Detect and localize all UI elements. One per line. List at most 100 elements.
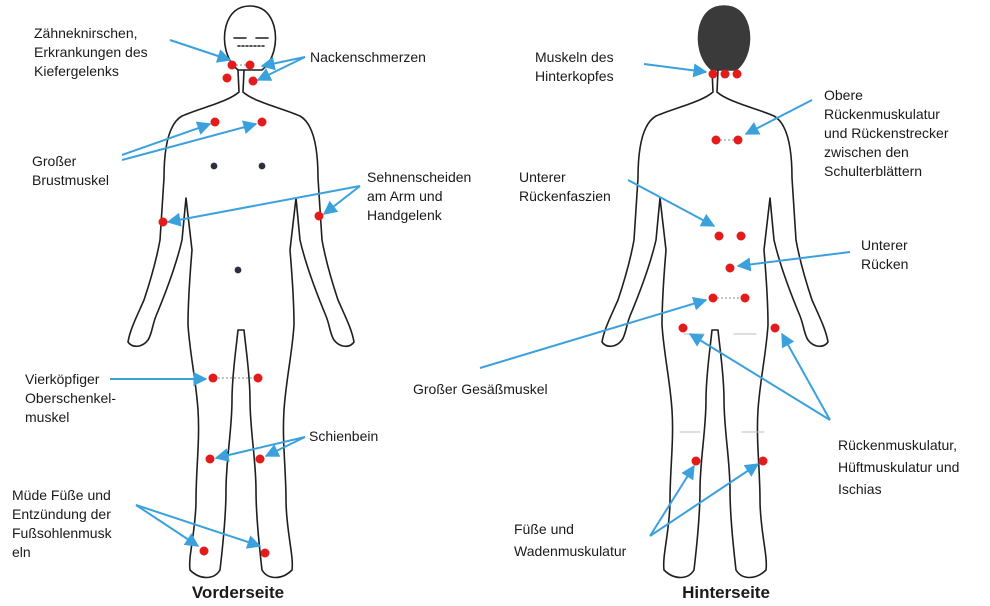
point-hinterkopf-1 [709, 70, 718, 79]
nipple-right-marker [259, 163, 266, 170]
point-faszien-left [715, 232, 724, 241]
label-line: Großer Gesäßmuskel [413, 380, 548, 399]
arrow-faszien [628, 180, 714, 226]
caption-vorderseite: Vorderseite [138, 583, 338, 603]
label-line: Ischias [838, 478, 959, 500]
label-fuesse-wadenmuskulatur: Füße und Wadenmuskulatur [514, 518, 626, 562]
point-kiefer-right [246, 61, 255, 70]
label-line: Muskeln des [535, 48, 614, 67]
label-line: Schienbein [309, 427, 378, 446]
point-kiefer-left [228, 61, 237, 70]
label-rueckenmuskulatur-hueft-ischias: Rückenmuskulatur, Hüftmuskulatur und Isc… [838, 434, 959, 500]
arrow-hinterkopf [644, 64, 706, 72]
label-grosser-brustmuskel: Großer Brustmuskel [32, 152, 109, 190]
label-line: muskel [25, 408, 116, 427]
label-line: Oberschenkel- [25, 389, 116, 408]
label-nackenschmerzen: Nackenschmerzen [310, 48, 426, 67]
front-body-figure [128, 6, 354, 578]
point-brust-left [211, 118, 220, 127]
label-line: Großer [32, 152, 109, 171]
point-wade-right [759, 457, 768, 466]
point-schienbein-right [256, 455, 265, 464]
label-line: Sehnenscheiden [367, 168, 471, 187]
point-brust-right [258, 118, 267, 127]
point-oberschenkel-left [209, 374, 218, 383]
navel-marker [235, 267, 242, 274]
label-line: Rückenfaszien [519, 187, 611, 206]
arrow-oberer-ruecken [746, 100, 812, 134]
label-line: Unterer [519, 168, 611, 187]
label-zaehneknirschen: Zähneknirschen, Erkrankungen des Kieferg… [34, 24, 148, 81]
arrow-fuesse-2 [136, 505, 260, 546]
label-muskeln-hinterkopf: Muskeln des Hinterkopfes [535, 48, 614, 86]
label-unterer-rueckenfaszien: Unterer Rückenfaszien [519, 168, 611, 206]
label-line: Zähneknirschen, [34, 24, 148, 43]
point-fuss-right [261, 549, 270, 558]
point-hinterkopf-2 [721, 70, 730, 79]
arrow-schienbein-2 [266, 437, 305, 456]
label-line: am Arm und [367, 187, 471, 206]
label-line: Handgelenk [367, 206, 471, 225]
point-gesaess-left [709, 294, 718, 303]
point-nacken-right [249, 77, 258, 86]
arrow-hueft-2 [782, 334, 830, 420]
point-hinterkopf-3 [733, 70, 742, 79]
point-schienbein-left [206, 455, 215, 464]
label-line: Erkrankungen des [34, 43, 148, 62]
label-line: Nackenschmerzen [310, 48, 426, 67]
label-line: Brustmuskel [32, 171, 109, 190]
point-sehnen-left [159, 218, 168, 227]
label-line: Schulterblättern [824, 162, 949, 181]
arrow-unterer-ruecken [738, 252, 850, 266]
label-line: Müde Füße und [12, 486, 112, 505]
label-muede-fuesse: Müde Füße und Entzündung der Fußsohlenmu… [12, 486, 112, 562]
label-obere-rueckenmuskulatur: Obere Rückenmuskulatur und Rückenstrecke… [824, 86, 949, 181]
caption-hinterseite: Hinterseite [626, 583, 826, 603]
point-oberschenkel-right [254, 374, 263, 383]
point-hueft-right [771, 324, 780, 333]
label-line: Hinterkopfes [535, 67, 614, 86]
arrow-waden-1 [650, 466, 694, 536]
arrow-hueft-1 [690, 334, 830, 420]
label-line: Rückenmuskulatur [824, 105, 949, 124]
arrow-waden-2 [650, 464, 758, 536]
nipple-left-marker [211, 163, 218, 170]
label-schienbein: Schienbein [309, 427, 378, 446]
point-wade-left [692, 457, 701, 466]
label-line: Wadenmuskulatur [514, 540, 626, 562]
arrow-gesaess [480, 300, 706, 368]
trigger-points [159, 61, 780, 558]
point-unterer-ruecken [726, 264, 735, 273]
arrow-brust-2 [122, 124, 256, 160]
arrow-fuesse-1 [136, 505, 198, 546]
label-sehnenscheiden: Sehnenscheiden am Arm und Handgelenk [367, 168, 471, 225]
label-line: Vierköpfiger [25, 370, 116, 389]
label-line: zwischen den [824, 143, 949, 162]
arrows-layer [110, 40, 850, 546]
label-line: Kiefergelenks [34, 62, 148, 81]
point-oberer-ruecken-right [734, 136, 743, 145]
label-line: und Rückenstrecker [824, 124, 949, 143]
label-vierkoepfiger-oberschenkelmuskel: Vierköpfiger Oberschenkel- muskel [25, 370, 116, 427]
point-faszien-right [737, 232, 746, 241]
label-line: eln [12, 543, 112, 562]
point-hueft-left [679, 324, 688, 333]
arrow-zaehne [170, 40, 230, 60]
label-grosser-gesaessmuskel: Großer Gesäßmuskel [413, 380, 548, 399]
label-unterer-ruecken: Unterer Rücken [861, 236, 908, 274]
label-line: Rückenmuskulatur, [838, 434, 959, 456]
point-gesaess-right [741, 294, 750, 303]
point-nacken-left [223, 74, 232, 83]
label-line: Entzündung der [12, 505, 112, 524]
label-line: Hüftmuskulatur und [838, 456, 959, 478]
point-sehnen-right [315, 212, 324, 221]
arrow-sehnen-1 [168, 186, 360, 222]
label-line: Obere [824, 86, 949, 105]
arrow-nacken-2 [258, 57, 305, 80]
label-line: Rücken [861, 255, 908, 274]
point-oberer-ruecken-left [712, 136, 721, 145]
point-fuss-left [200, 547, 209, 556]
label-line: Füße und [514, 518, 626, 540]
label-line: Fußsohlenmusk [12, 524, 112, 543]
label-line: Unterer [861, 236, 908, 255]
